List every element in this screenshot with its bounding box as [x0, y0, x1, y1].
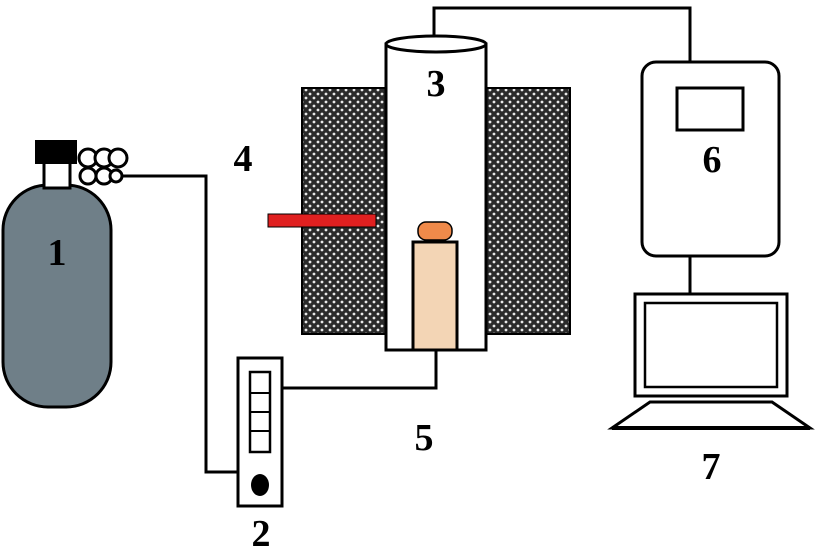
- sample-holder: [411, 240, 459, 352]
- gas-line-flowmeter-to-tube: [282, 350, 438, 390]
- furnace: [267, 87, 571, 335]
- tube-opening: [384, 34, 488, 54]
- flowmeter: [236, 356, 284, 508]
- label-furnace: 4: [234, 138, 253, 180]
- signal-line-tube-to-controller: [432, 6, 692, 62]
- gas-lines: [118, 6, 692, 474]
- gas-cylinder: [1, 140, 129, 409]
- sample: [417, 221, 453, 241]
- computer: [607, 292, 815, 430]
- keyboard-base: [607, 400, 815, 430]
- label-flowmeter: 2: [252, 513, 271, 552]
- controller: [640, 60, 781, 258]
- controller-display: [675, 86, 745, 132]
- cylinder-body: [1, 183, 113, 409]
- regulator-knob-icon: [77, 147, 129, 186]
- cylinder-neck: [42, 160, 72, 190]
- furnace-insulation-right: [485, 87, 571, 335]
- furnace-insulation-left: [301, 87, 387, 335]
- label-sample: 5: [415, 417, 434, 459]
- monitor-screen: [643, 301, 779, 389]
- heater-rod: [267, 213, 377, 228]
- gas-line-cylinder-to-flowmeter: [118, 174, 238, 474]
- flowmeter-float: [251, 474, 269, 496]
- label-controller: 6: [703, 139, 722, 181]
- cylinder-valve-cap: [35, 140, 77, 164]
- label-tube: 3: [427, 63, 446, 105]
- label-cylinder: 1: [48, 232, 67, 274]
- sample-assembly: [411, 221, 459, 352]
- label-computer: 7: [702, 446, 721, 488]
